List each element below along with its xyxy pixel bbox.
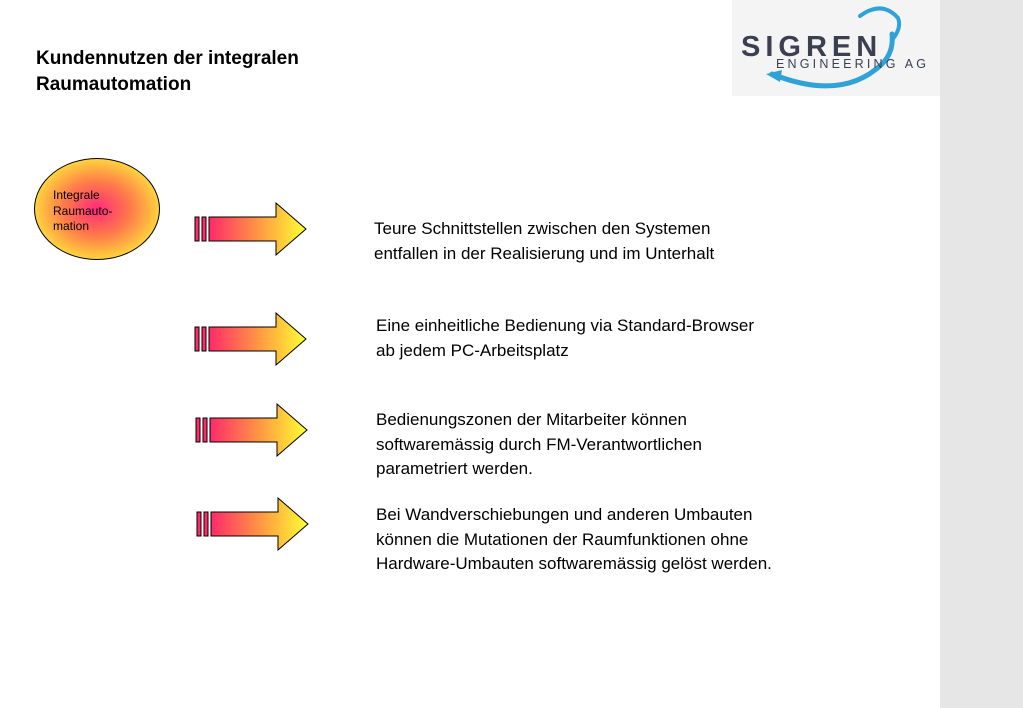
benefit-3-line-1: Bedienungszonen der Mitarbeiter können bbox=[376, 410, 687, 429]
benefit-statement-4: Bei Wandverschiebungen und anderen Umbau… bbox=[376, 503, 772, 577]
topic-bubble: Integrale Raumauto- mation bbox=[34, 158, 160, 260]
topic-bubble-label: Integrale Raumauto- mation bbox=[53, 188, 112, 235]
benefit-3-line-2: softwaremässig durch FM-Verantwortlichen bbox=[376, 434, 702, 454]
benefit-statement-1: Teure Schnittstellen zwischen den System… bbox=[374, 217, 714, 266]
benefit-4-line-3: Hardware-Umbauten softwaremässig gelöst … bbox=[376, 554, 772, 573]
logo-subtitle: ENGINEERING AG bbox=[776, 57, 930, 71]
arrow-right-icon bbox=[194, 312, 307, 366]
benefit-3-line-3: parametriert werden. bbox=[376, 459, 533, 478]
side-panel bbox=[940, 0, 1023, 708]
benefit-statement-3: Bedienungszonen der Mitarbeiter können s… bbox=[376, 408, 702, 482]
slide-title-line-2: Raumautomation bbox=[36, 74, 192, 95]
benefit-1-line-1: Teure Schnittstellen zwischen den System… bbox=[374, 219, 711, 238]
topic-bubble-line-1: Integrale bbox=[53, 188, 100, 202]
arrow-right-icon bbox=[195, 403, 308, 457]
benefit-4-line-2: können die Mutationen der Raumfunktionen… bbox=[376, 529, 749, 549]
arrow-right-icon bbox=[196, 497, 309, 551]
benefit-2-line-1: Eine einheitliche Bedienung via Standard… bbox=[376, 316, 755, 335]
slide-title-line-1: Kundennutzen der integralen bbox=[36, 48, 299, 69]
slide: Kundennutzen der integralen Raumautomati… bbox=[34, 0, 940, 577]
arrow-right-icon bbox=[194, 202, 307, 256]
benefit-1-line-2: entfallen in der Realisierung und im Unt… bbox=[374, 243, 715, 263]
benefit-statement-2: Eine einheitliche Bedienung via Standard… bbox=[376, 314, 754, 363]
benefit-2-line-2: ab jedem PC-Arbeitsplatz bbox=[376, 340, 569, 360]
logo-swoosh-icon bbox=[766, 6, 902, 89]
logo-wordmark: SIGREN bbox=[741, 31, 883, 63]
company-logo: SIGREN ENGINEERING AG bbox=[732, 0, 940, 96]
slide-title: Kundennutzen der integralen Raumautomati… bbox=[36, 46, 436, 98]
topic-bubble-line-2: Raumauto- bbox=[53, 203, 113, 218]
topic-bubble-line-3: mation bbox=[53, 219, 90, 233]
benefit-4-line-1: Bei Wandverschiebungen und anderen Umbau… bbox=[376, 505, 753, 524]
